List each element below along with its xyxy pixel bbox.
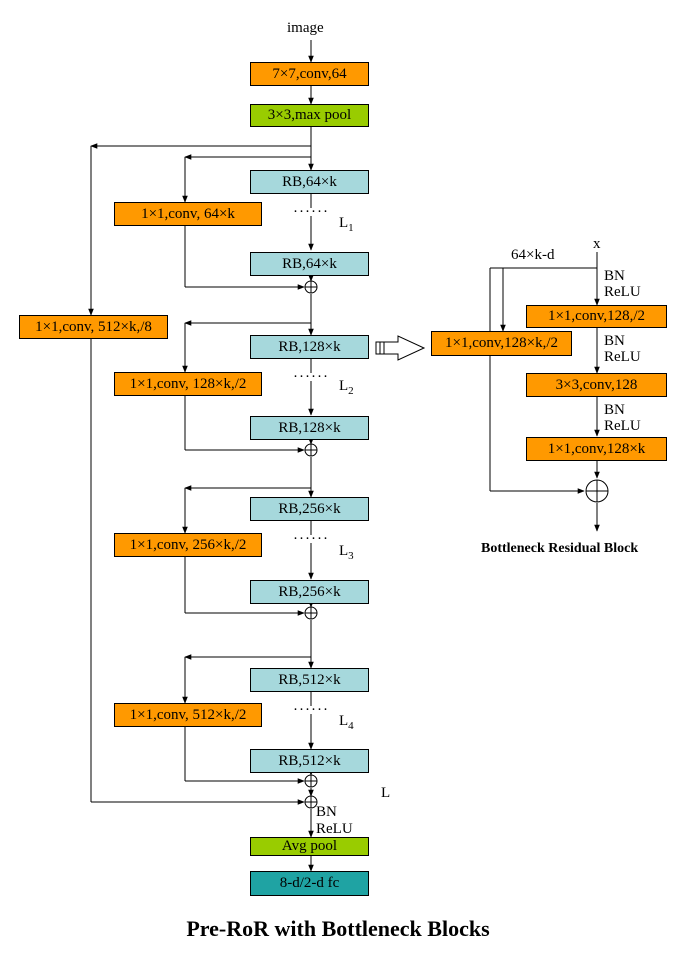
avgpool-block: Avg pool	[250, 837, 369, 856]
rb-stage3-last: RB,256×k	[250, 580, 369, 604]
add-node	[304, 443, 318, 457]
bottleneck-shortcut-conv: 1×1,conv,128×k,/2	[431, 331, 572, 356]
rb-stage2-last: RB,128×k	[250, 416, 369, 440]
bottleneck-input-label: x	[593, 236, 601, 252]
bottleneck-conv2: 3×3,conv,128	[526, 373, 667, 397]
bottleneck-bn-1: BN	[604, 268, 625, 284]
bottleneck-shortcut-label: 64×k-d	[511, 247, 555, 263]
stage1-depth-label: L1	[339, 215, 354, 234]
rb-stage4-first: RB,512×k	[250, 668, 369, 692]
bottleneck-relu-1: ReLU	[604, 284, 641, 300]
bottleneck-relu-2: ReLU	[604, 349, 641, 365]
stage2-shortcut-conv: 1×1,conv, 128×k,/2	[114, 372, 262, 396]
stage4-depth-label: L4	[339, 713, 354, 732]
stage1-shortcut-conv: 1×1,conv, 64×k	[114, 202, 262, 226]
bottleneck-conv3: 1×1,conv,128×k	[526, 437, 667, 461]
input-label: image	[287, 20, 324, 36]
repeat-dots: ······	[293, 531, 329, 547]
stage2-depth-label: L2	[339, 378, 354, 397]
add-node	[304, 795, 318, 809]
stage4-shortcut-conv: 1×1,conv, 512×k,/2	[114, 703, 262, 727]
conv7-block: 7×7,conv,64	[250, 62, 369, 86]
figure-title: Pre-RoR with Bottleneck Blocks	[186, 916, 490, 941]
rb-stage1-last: RB,64×k	[250, 252, 369, 276]
add-node	[304, 774, 318, 788]
repeat-dots: ······	[293, 369, 329, 385]
bottleneck-bn-3: BN	[604, 402, 625, 418]
bn-label: BN	[316, 804, 337, 820]
rb-stage4-last: RB,512×k	[250, 749, 369, 773]
relu-label: ReLU	[316, 821, 353, 837]
total-depth-label: L	[381, 785, 391, 801]
global-shortcut-conv: 1×1,conv, 512×k,/8	[19, 315, 168, 339]
repeat-dots: ······	[293, 204, 329, 220]
rb-stage3-first: RB,256×k	[250, 497, 369, 521]
maxpool-block: 3×3,max pool	[250, 104, 369, 127]
add-node	[304, 280, 318, 294]
stage3-shortcut-conv: 1×1,conv, 256×k,/2	[114, 533, 262, 557]
fc-block: 8-d/2-d fc	[250, 871, 369, 896]
bottleneck-relu-3: ReLU	[604, 418, 641, 434]
add-node	[304, 606, 318, 620]
bottleneck-title: Bottleneck Residual Block	[481, 541, 639, 556]
bottleneck-conv1: 1×1,conv,128,/2	[526, 305, 667, 328]
rb-stage1-first: RB,64×k	[250, 170, 369, 194]
bottleneck-bn-2: BN	[604, 333, 625, 349]
repeat-dots: ······	[293, 702, 329, 718]
expand-arrow-icon	[375, 335, 426, 361]
stage3-depth-label: L3	[339, 543, 354, 562]
rb-stage2-first: RB,128×k	[250, 335, 369, 359]
add-node	[585, 479, 609, 503]
